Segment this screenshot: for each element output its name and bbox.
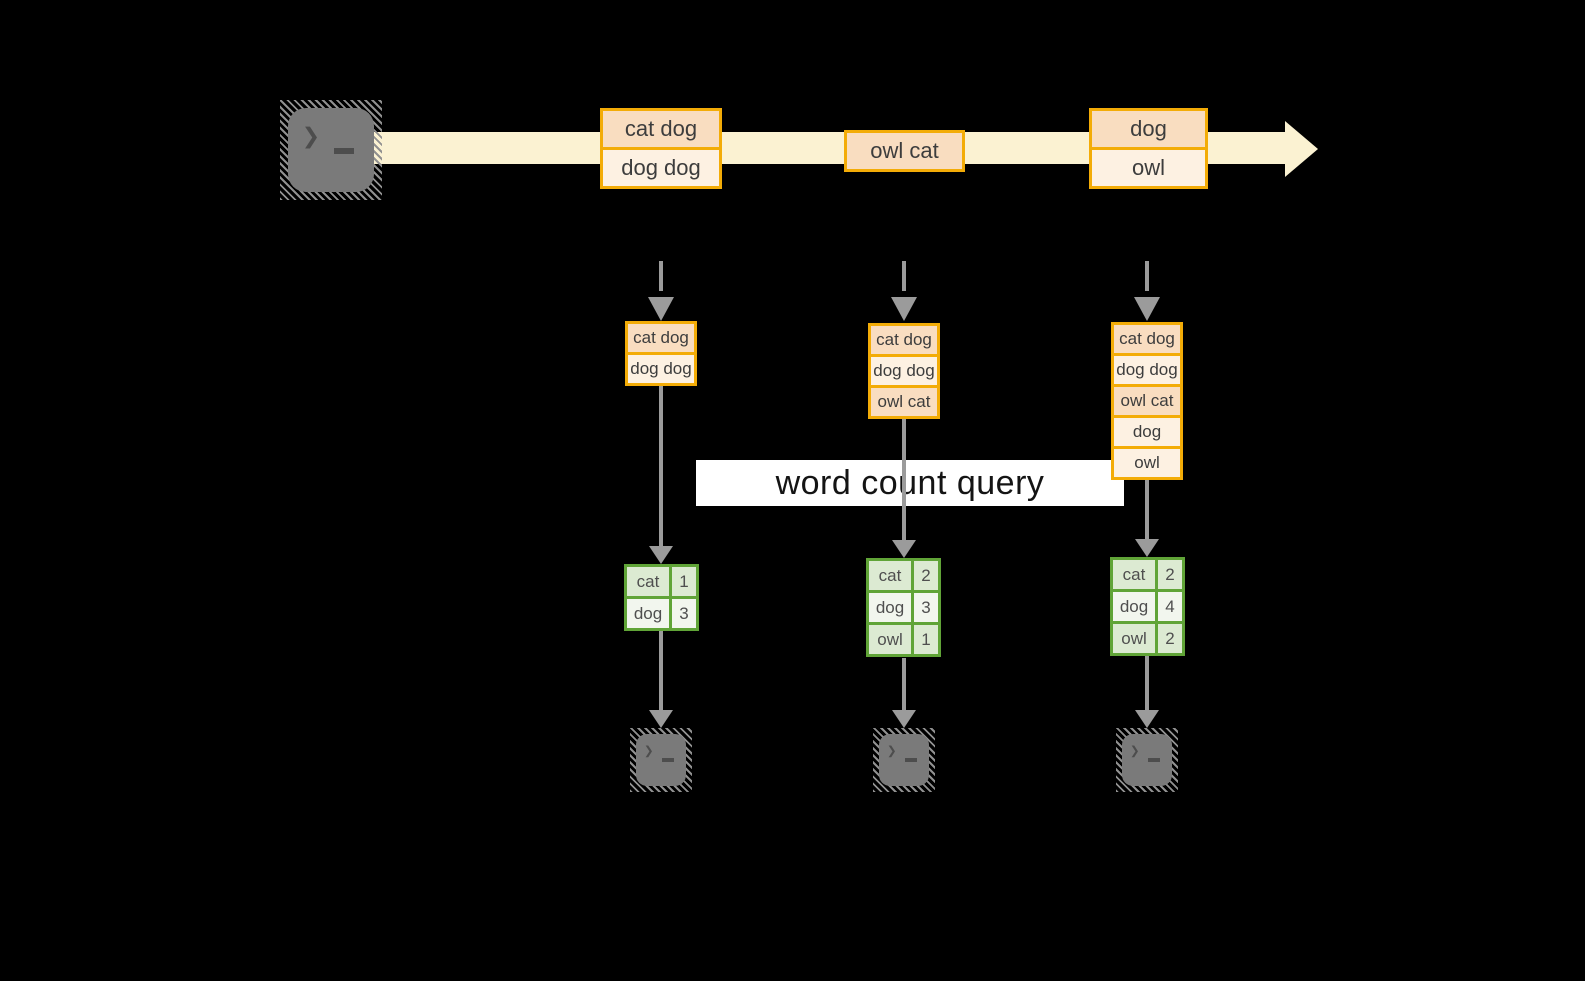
terminal-prompt-icon: ❯ <box>644 741 654 760</box>
stream-arrow-line <box>1145 480 1149 539</box>
batch-arrowhead-icon <box>891 297 917 321</box>
timeline-batch-box-1: cat dog dog dog <box>600 108 722 189</box>
count-cell: 3 <box>914 593 938 622</box>
count-cell: 3 <box>672 599 696 628</box>
terminal-cursor-icon <box>905 758 917 762</box>
batch-dashed-arrow-line <box>902 261 906 291</box>
micro-batch-line: cat dog <box>628 324 694 352</box>
timeline-batch-line: cat dog <box>603 111 719 147</box>
count-cell: 1 <box>914 625 938 654</box>
micro-batch-stack-3: cat dog dog dog owl cat dog owl <box>1111 322 1183 480</box>
arrowhead-icon <box>1135 539 1159 557</box>
batch-arrowhead-icon <box>1134 297 1160 321</box>
count-cell: 1 <box>672 567 696 596</box>
word-cell: cat <box>1113 560 1155 589</box>
terminal-cursor-icon <box>334 148 354 154</box>
count-cell: 2 <box>1158 624 1182 653</box>
arrowhead-icon <box>1135 710 1159 728</box>
micro-batch-stack-1: cat dog dog dog <box>625 321 697 386</box>
query-label: word count query <box>775 463 1045 502</box>
word-cell: dog <box>869 593 911 622</box>
word-cell: owl <box>1113 624 1155 653</box>
timeline-batch-box-3: dog owl <box>1089 108 1208 189</box>
micro-batch-line: dog dog <box>628 355 694 383</box>
batch-dashed-arrow-line <box>1145 261 1149 291</box>
count-cell: 2 <box>914 561 938 590</box>
micro-batch-line: owl cat <box>871 388 937 416</box>
word-cell: cat <box>627 567 669 596</box>
timeline-batch-line: owl cat <box>847 133 962 169</box>
micro-batch-line: dog dog <box>871 357 937 385</box>
terminal-sink-icon: ❯ <box>1116 728 1178 792</box>
arrowhead-icon <box>892 540 916 558</box>
micro-batch-line: owl cat <box>1114 387 1180 415</box>
timeline-batch-box-2: owl cat <box>844 130 965 172</box>
micro-batch-line: dog <box>1114 418 1180 446</box>
micro-batch-line: cat dog <box>1114 325 1180 353</box>
count-cell: 2 <box>1158 560 1182 589</box>
stream-arrow-line <box>659 386 663 546</box>
word-count-table-3: cat 2 dog 4 owl 2 <box>1110 557 1185 656</box>
stream-arrow-line <box>1145 656 1149 712</box>
terminal-source-icon: ❯ <box>280 100 382 200</box>
terminal-screen: ❯ <box>879 734 929 786</box>
micro-batch-stack-2: cat dog dog dog owl cat <box>868 323 940 419</box>
arrowhead-icon <box>649 710 673 728</box>
timeline-batch-line: dog dog <box>603 150 719 186</box>
terminal-sink-icon: ❯ <box>873 728 935 792</box>
terminal-cursor-icon <box>1148 758 1160 762</box>
terminal-screen: ❯ <box>636 734 686 786</box>
count-cell: 4 <box>1158 592 1182 621</box>
terminal-prompt-icon: ❯ <box>302 119 321 154</box>
timeline-batch-line: owl <box>1092 150 1205 186</box>
terminal-screen: ❯ <box>288 108 374 192</box>
stream-timeline-arrowhead-icon <box>1285 121 1318 177</box>
word-cell: cat <box>869 561 911 590</box>
word-cell: dog <box>1113 592 1155 621</box>
micro-batch-line: cat dog <box>871 326 937 354</box>
stream-arrow-line <box>902 419 906 540</box>
arrowhead-icon <box>892 710 916 728</box>
word-cell: owl <box>869 625 911 654</box>
terminal-sink-icon: ❯ <box>630 728 692 792</box>
stream-arrow-line <box>659 631 663 712</box>
word-count-table-1: cat 1 dog 3 <box>624 564 699 631</box>
terminal-screen: ❯ <box>1122 734 1172 786</box>
terminal-prompt-icon: ❯ <box>1130 741 1140 760</box>
word-cell: dog <box>627 599 669 628</box>
terminal-cursor-icon <box>662 758 674 762</box>
word-count-table-2: cat 2 dog 3 owl 1 <box>866 558 941 657</box>
timeline-batch-line: dog <box>1092 111 1205 147</box>
batch-arrowhead-icon <box>648 297 674 321</box>
micro-batch-line: owl <box>1114 449 1180 477</box>
query-band: word count query <box>696 460 1124 506</box>
arrowhead-icon <box>649 546 673 564</box>
stream-arrow-line <box>902 658 906 712</box>
terminal-prompt-icon: ❯ <box>887 741 897 760</box>
batch-dashed-arrow-line <box>659 261 663 291</box>
micro-batch-line: dog dog <box>1114 356 1180 384</box>
